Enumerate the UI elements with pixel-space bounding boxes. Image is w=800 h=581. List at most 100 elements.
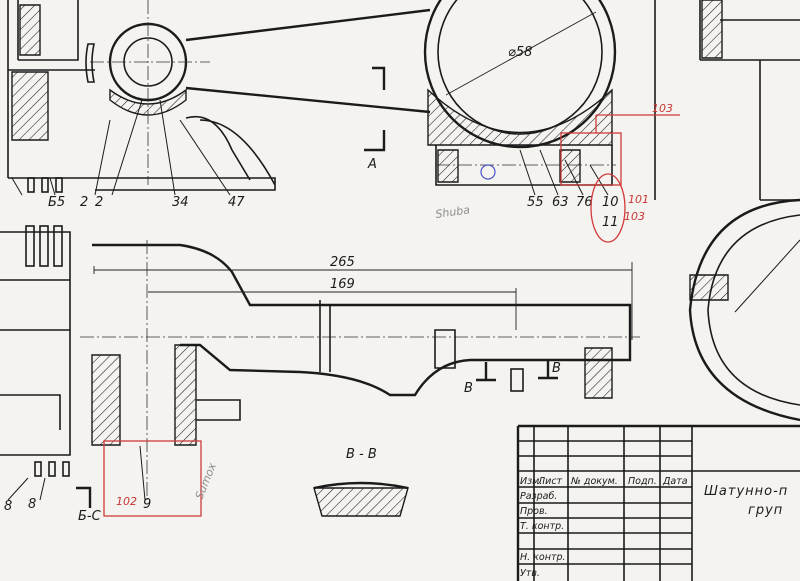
right-circle-hatch xyxy=(689,274,729,301)
red-circle-callout xyxy=(590,173,626,243)
right-partial-view xyxy=(699,0,800,61)
callout-bottom-3: 9 xyxy=(143,497,151,512)
tb-col-list: Лист xyxy=(537,476,563,487)
title-block: Изм. Лист № докум. Подп. Дата Разраб. Пр… xyxy=(516,424,800,581)
callout-bc-top: Б5 xyxy=(48,195,65,210)
section-b-marker-box xyxy=(510,368,524,392)
bottom-view: 265 169 B B B - B Б-С xyxy=(0,225,640,524)
red-label-102: 102 xyxy=(116,495,137,508)
callout-top-2: 2 xyxy=(95,195,103,210)
ring-groove-b2 xyxy=(48,461,56,477)
right-circle-inner xyxy=(707,214,800,406)
piston-bottom-outline xyxy=(0,231,71,456)
callout-bottom-1: 8 xyxy=(4,499,12,514)
big-end-side-hatch xyxy=(584,347,613,399)
small-end-bushing-hatch xyxy=(109,88,187,116)
ring-groove-b3 xyxy=(62,461,70,477)
title-line-1: Шатунно-п xyxy=(704,484,788,499)
piston-top xyxy=(17,0,79,61)
piston-outline xyxy=(7,0,95,179)
ring-2 xyxy=(39,225,49,267)
big-end-outer xyxy=(423,0,617,149)
dim-169-label: 169 xyxy=(330,277,355,292)
annotations: 103 101 103 102 Shuba Sumox xyxy=(103,102,680,517)
callout-top-6: 63 xyxy=(552,195,569,210)
section-a-top-mark xyxy=(372,66,386,90)
cap-bolt-hatch-left xyxy=(437,149,459,183)
oil-hole xyxy=(85,43,95,83)
ring-groove-1 xyxy=(27,177,35,193)
callout-top-5: 55 xyxy=(527,195,544,210)
title-line-2: груп xyxy=(748,503,783,518)
cap-bolt-hatch-right xyxy=(559,149,581,183)
base-plate xyxy=(95,177,276,191)
right-circle-outer xyxy=(688,198,800,422)
section-b-left-mark xyxy=(476,362,496,382)
section-bb-hatch xyxy=(313,487,409,517)
rod-web xyxy=(185,116,276,186)
top-view: ⌀58 A xyxy=(7,0,800,201)
tb-row-nkontr: Н. контр. xyxy=(520,552,566,563)
callout-top-3: 34 xyxy=(172,195,189,210)
section-bb-title: B - B xyxy=(346,447,377,462)
red-box-bottom xyxy=(103,440,202,517)
section-a-bottom-mark xyxy=(364,130,386,152)
ring-groove-2 xyxy=(41,177,49,193)
dim-265-ext xyxy=(93,262,633,340)
pencil-note-top: Shuba xyxy=(435,203,471,221)
small-end-wall-left xyxy=(91,354,121,446)
red-label-101: 101 xyxy=(628,193,649,206)
section-a-label: A xyxy=(367,157,377,172)
big-end-bore xyxy=(437,0,603,135)
bottom-callouts: 8 8 9 xyxy=(4,497,151,514)
section-bc-label: Б-С xyxy=(78,509,102,524)
red-label-103: 103 xyxy=(652,102,673,115)
title-block-rows xyxy=(518,440,800,565)
top-leaders-left xyxy=(11,99,231,196)
tb-col-data: Дата xyxy=(662,476,688,487)
tb-col-podp: Подп. xyxy=(628,476,657,487)
red-box-top xyxy=(560,132,622,186)
dim-265-label: 265 xyxy=(330,255,355,270)
right-circle-view xyxy=(688,198,800,422)
piston-bottom-lines xyxy=(0,279,70,430)
section-bb-top-curve xyxy=(313,481,409,490)
tb-row-razrab: Разраб. xyxy=(520,491,557,502)
oil-channel xyxy=(196,399,241,421)
top-leaders-right xyxy=(519,149,609,196)
tb-row-tkontr: Т. контр. xyxy=(520,521,564,532)
diameter-label: ⌀58 xyxy=(508,45,532,60)
ring-1 xyxy=(25,225,35,267)
bottom-leaders xyxy=(7,445,146,501)
tb-row-prov: Пров. xyxy=(520,506,548,517)
ring-groove-3 xyxy=(55,177,63,193)
callout-top-4: 47 xyxy=(228,195,245,210)
big-end-cap-hatch xyxy=(427,88,613,146)
blue-circle-mark xyxy=(480,164,496,180)
rod-side-outline xyxy=(92,243,632,397)
tb-col-dokum: № докум. xyxy=(570,476,618,487)
piston-wall-hatch xyxy=(11,71,49,141)
section-bc-mark xyxy=(76,486,92,508)
section-b-left-label: B xyxy=(464,381,473,396)
callout-bottom-2: 8 xyxy=(28,497,36,512)
right-partial-hatch xyxy=(701,0,723,59)
right-circle-line xyxy=(734,239,800,313)
break-lines xyxy=(319,300,331,372)
diameter-dim-line xyxy=(445,11,597,96)
small-end-wall-right xyxy=(174,344,197,446)
callout-top-1: 2 xyxy=(80,195,88,210)
callout-top-9: 11 xyxy=(602,215,619,230)
ring-groove-b1 xyxy=(34,461,42,477)
top-callouts: Б5 2 2 34 47 55 63 76 10 11 xyxy=(48,195,619,230)
red-label-103b: 103 xyxy=(624,210,645,223)
pencil-note-bottom: Sumox xyxy=(193,461,219,501)
tb-col-izm: Изм. xyxy=(520,476,542,487)
callout-top-8: 10 xyxy=(602,195,619,210)
right-partial-lower xyxy=(759,60,800,201)
section-b-right-label: B xyxy=(552,361,561,376)
bolt-head xyxy=(434,329,456,369)
tb-row-utv: Утв. xyxy=(520,568,540,579)
